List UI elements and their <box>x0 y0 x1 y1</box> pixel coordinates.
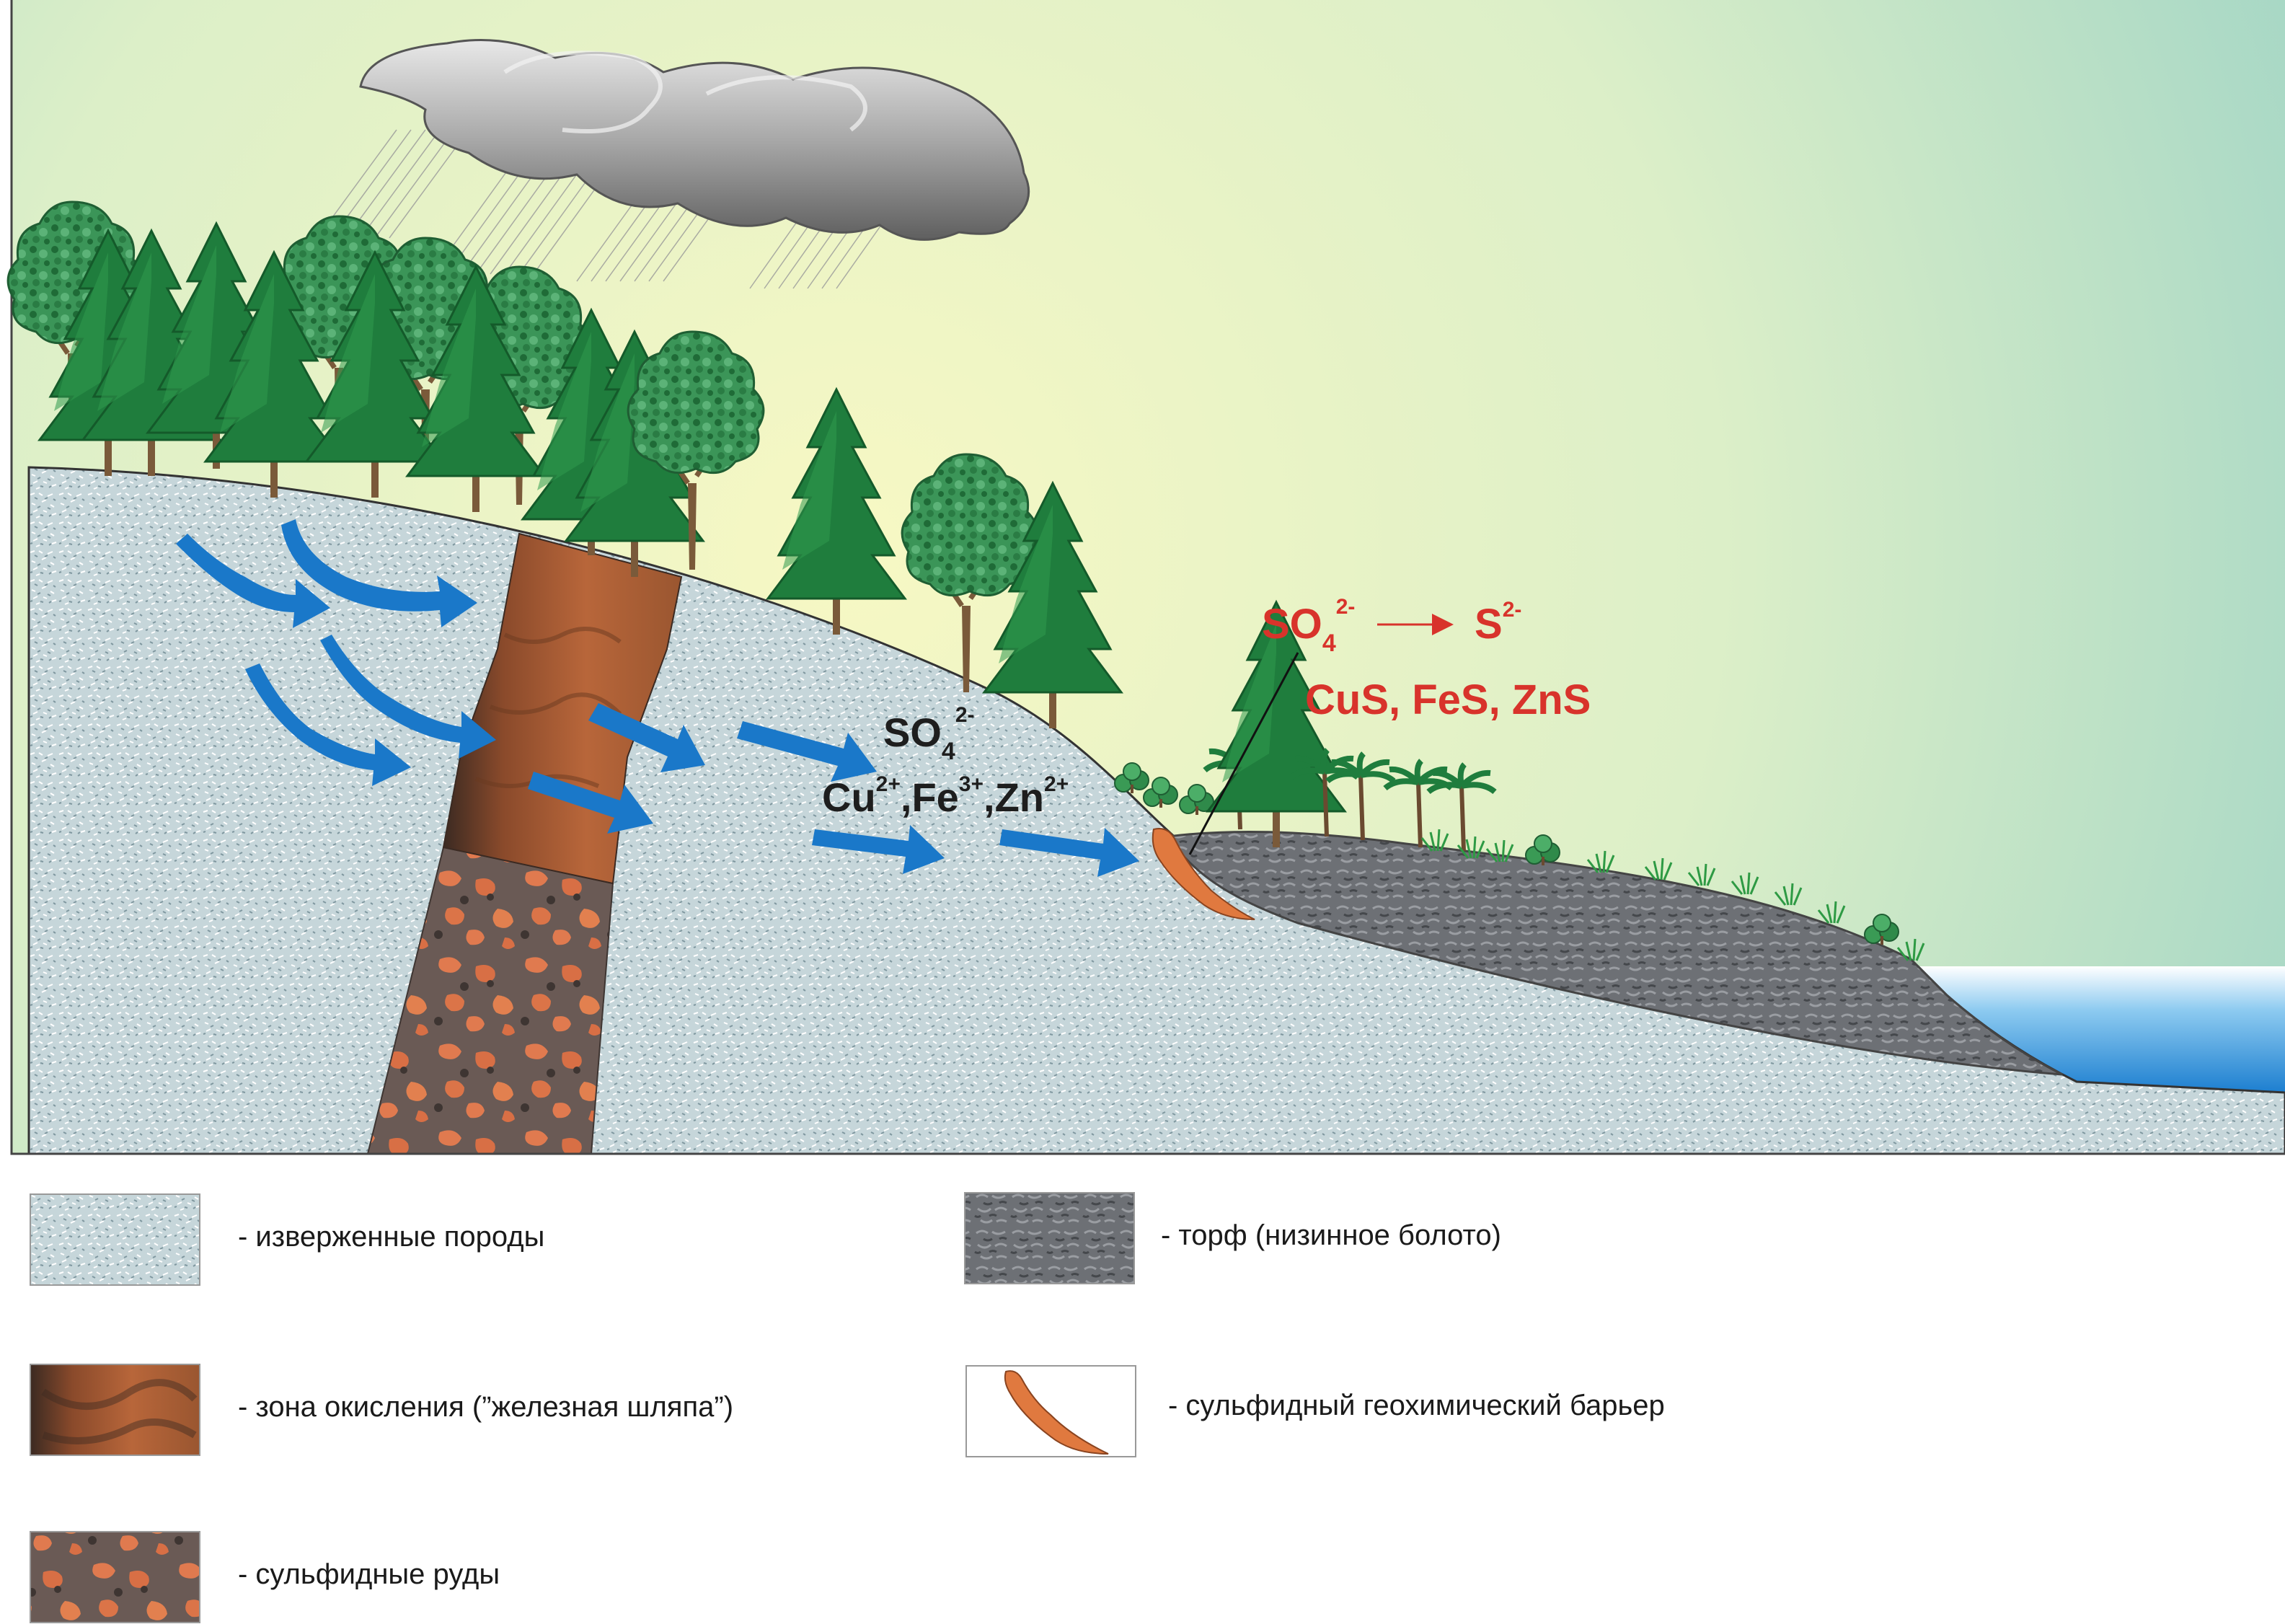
legend-barrier-shape <box>1004 1370 1109 1455</box>
metal-ions-label: Cu2+,Fe3+,Zn2+ <box>822 772 1069 820</box>
flow-arrow <box>812 825 945 874</box>
sulfate-ion-label: SO42- <box>883 703 975 765</box>
legend-peat-label: - торф (низинное болото) <box>1161 1219 1501 1251</box>
legend-igneous-swatch <box>30 1193 200 1286</box>
legend-igneous-label: - изверженные породы <box>238 1221 544 1253</box>
flow-arrow <box>528 772 653 834</box>
reaction-product-label: S2- <box>1475 598 1521 648</box>
legend-oxidation-label: - зона окисления (”железная шляпа”) <box>238 1391 733 1423</box>
reaction-reactant-label: SO42- <box>1262 595 1355 657</box>
rain-cloud <box>359 39 1030 241</box>
flow-arrow <box>245 663 411 786</box>
flow-arrow <box>176 534 330 628</box>
legend-oxidation-texture <box>41 1379 198 1444</box>
legend-oxidation-swatch <box>30 1364 200 1456</box>
legend: - изверженные породы - торф (низинное бо… <box>30 1192 1665 1623</box>
flow-arrow <box>999 828 1139 877</box>
flow-arrow <box>588 703 705 772</box>
legend-peat-swatch <box>964 1192 1135 1284</box>
sulfide-barrier <box>1152 828 1255 920</box>
flow-arrow <box>281 519 477 627</box>
scene-border <box>10 0 2285 1155</box>
legend-ore-swatch <box>30 1531 200 1623</box>
flow-arrow <box>737 721 877 782</box>
groundwater-flow-arrows <box>176 519 1139 877</box>
lake-water <box>1918 966 2285 1093</box>
legend-barrier-swatch <box>965 1365 1136 1457</box>
legend-ore-label: - сульфидные руды <box>238 1558 500 1590</box>
flow-arrow <box>320 635 496 759</box>
legend-barrier-label: - сульфидный геохимический барьер <box>1168 1390 1665 1421</box>
sulfide-minerals-label: CuS, FeS, ZnS <box>1305 676 1591 723</box>
peat-layer <box>1166 830 2063 1076</box>
barrier-pointer-line <box>1188 652 1299 855</box>
